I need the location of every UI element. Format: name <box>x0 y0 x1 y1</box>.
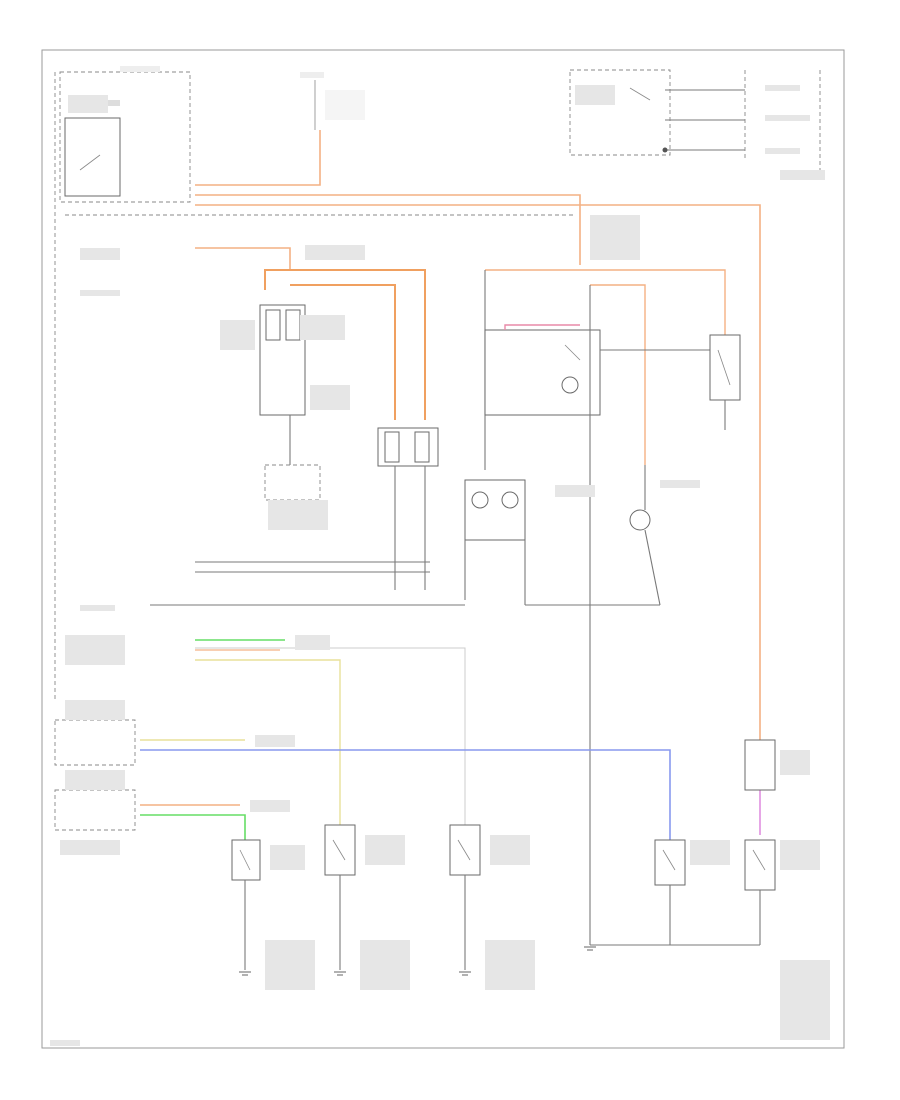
signal-wires <box>140 639 761 840</box>
central-relay-box <box>484 270 710 470</box>
ground-icon <box>239 946 596 976</box>
ground-return-wires <box>150 285 760 946</box>
orange-power-wires <box>195 130 761 740</box>
reading-lamp-pair <box>377 427 439 590</box>
vanity-lamp-left <box>464 479 526 605</box>
top-right-switch-group <box>569 69 821 170</box>
diagram-frame <box>41 49 845 1049</box>
left-module-mid <box>54 719 136 766</box>
connector-icon <box>662 147 668 153</box>
courtesy-lamp-module <box>259 304 321 501</box>
bottom-switch-row <box>231 739 776 970</box>
left-module-low <box>54 789 136 831</box>
right-door-switch <box>709 334 741 430</box>
top-left-module <box>59 66 191 203</box>
vanity-lamp-right <box>629 465 661 606</box>
illegible-label-blocks <box>50 85 830 1046</box>
fuse-block-top <box>300 72 365 130</box>
